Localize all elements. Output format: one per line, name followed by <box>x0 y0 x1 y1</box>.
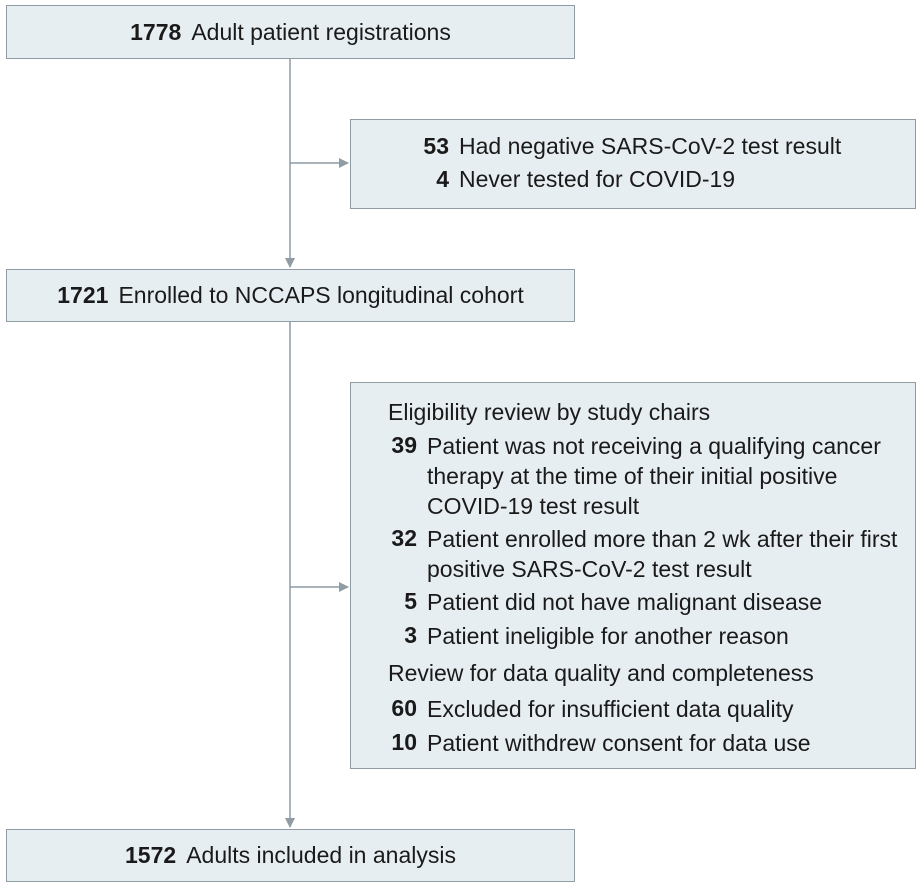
eligibility-heading: Eligibility review by study chairs <box>388 399 711 425</box>
exclusion-count: 5 <box>404 588 417 614</box>
included-label: Adults included in analysis <box>186 842 456 868</box>
exclusion-label: Patient enrolled more than 2 wk after th… <box>427 526 898 582</box>
registrations-box: 1778 Adult patient registrations <box>6 5 575 59</box>
exclusion-label: Patient was not receiving a qualifying c… <box>427 433 881 519</box>
exclusion-count: 4 <box>436 166 449 192</box>
enrolled-label: Enrolled to NCCAPS longitudinal cohort <box>118 282 524 308</box>
exclusion-count: 10 <box>391 729 417 755</box>
included-count: 1572 <box>125 842 177 868</box>
exclusion-label: Excluded for insufficient data quality <box>427 696 794 722</box>
quality-heading: Review for data quality and completeness <box>388 660 814 686</box>
exclusion-item: 10 Patient withdrew consent for data use <box>351 726 915 759</box>
exclusion-box-1: 53 Had negative SARS-CoV-2 test result 4… <box>350 119 916 209</box>
exclusion-item: 53 Had negative SARS-CoV-2 test result <box>351 130 915 163</box>
exclusion-label: Had negative SARS-CoV-2 test result <box>459 133 842 159</box>
exclusion-item: 39 Patient was not receiving a qualifyin… <box>351 429 915 521</box>
exclusion-count: 3 <box>404 622 417 648</box>
exclusion-label: Patient did not have malignant disease <box>427 589 823 615</box>
enrolled-box: 1721 Enrolled to NCCAPS longitudinal coh… <box>6 269 575 322</box>
exclusion-item: 32 Patient enrolled more than 2 wk after… <box>351 522 915 584</box>
registrations-label: Adult patient registrations <box>191 18 451 45</box>
exclusion-item: 3 Patient ineligible for another reason <box>351 619 915 652</box>
exclusion-count: 39 <box>391 432 417 458</box>
enrolled-count: 1721 <box>57 282 109 308</box>
exclusion-label: Never tested for COVID-19 <box>459 166 736 192</box>
exclusion-item: 5 Patient did not have malignant disease <box>351 585 915 618</box>
exclusion-item: 4 Never tested for COVID-19 <box>351 163 915 196</box>
exclusion-item: 60 Excluded for insufficient data qualit… <box>351 692 915 725</box>
exclusion-label: Patient ineligible for another reason <box>427 623 789 649</box>
exclusion-box-2: Eligibility review by study chairs 39 Pa… <box>350 382 916 769</box>
included-box: 1572 Adults included in analysis <box>6 829 575 882</box>
exclusion-count: 60 <box>391 695 417 721</box>
exclusion-count: 32 <box>391 525 417 551</box>
registrations-count: 1778 <box>130 18 182 45</box>
exclusion-count: 53 <box>423 133 449 159</box>
exclusion-label: Patient withdrew consent for data use <box>427 730 811 756</box>
